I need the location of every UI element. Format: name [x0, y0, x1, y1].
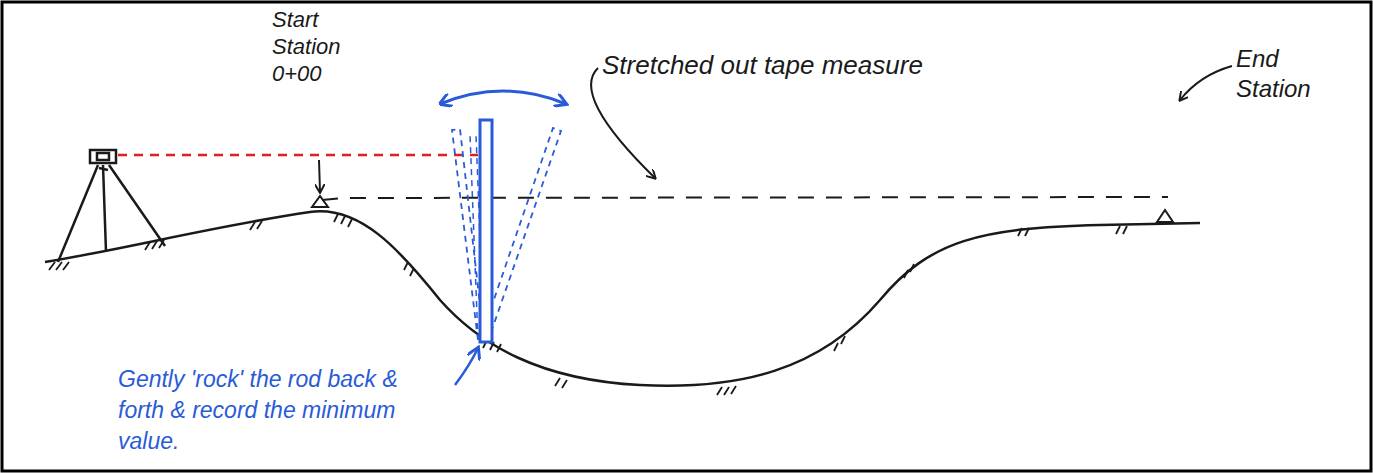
- tape-label: Stretched out tape measure: [602, 50, 923, 80]
- leader-arrow: [1180, 66, 1232, 100]
- leader-arrow: [455, 348, 478, 385]
- station-label: End Station: [1236, 44, 1346, 104]
- line-of-sight: [118, 154, 478, 157]
- survey-rod: [440, 91, 566, 342]
- instruction-note: Gently 'rock' the rod back & forth & rec…: [118, 364, 438, 457]
- station-marker: [1157, 210, 1173, 222]
- ground-profile: [45, 211, 1200, 385]
- station-marker: [312, 196, 328, 207]
- leader-arrow: [591, 68, 655, 178]
- leader-arrow: [319, 160, 320, 192]
- level-tripod: [58, 150, 165, 262]
- tape-measure: [322, 197, 1168, 200]
- station-label: Start Station 0+00: [272, 6, 362, 87]
